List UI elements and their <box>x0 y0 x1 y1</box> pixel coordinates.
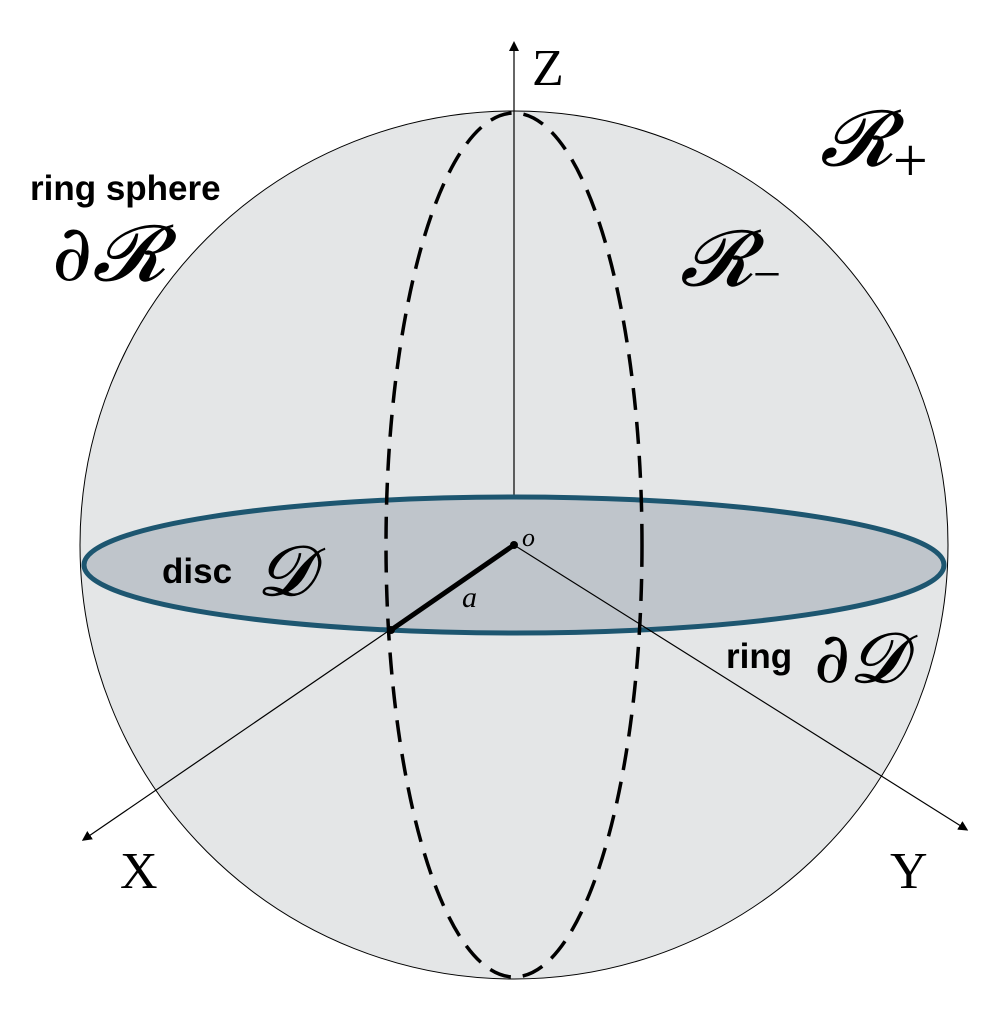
region-inner-symbol: 𝓡 <box>680 214 765 304</box>
region-inner-label: 𝓡− <box>680 214 781 304</box>
ring-sphere-text: ring sphere <box>30 169 221 208</box>
region-inner-subscript: − <box>753 246 781 302</box>
origin-point <box>510 541 518 549</box>
radius-segment <box>389 542 516 633</box>
ring-sphere-symbol: ∂𝓡 <box>52 209 177 299</box>
y-axis-label: Y <box>890 843 928 900</box>
region-outer-symbol: 𝓡 <box>820 94 905 184</box>
region-outer-subscript: + <box>893 127 928 195</box>
y-axis <box>513 544 969 831</box>
ring-point <box>387 626 395 634</box>
origin-label: o <box>522 523 535 552</box>
ring-text: ring <box>726 637 792 676</box>
z-axis-label: Z <box>532 40 564 97</box>
disc-text: disc <box>162 552 232 591</box>
ring-symbol: ∂𝓓 <box>814 617 918 699</box>
region-outer-label: 𝓡+ <box>820 94 928 195</box>
meridian-dashed-ellipse <box>384 111 644 979</box>
disc-region <box>81 494 947 636</box>
radius-label: a <box>462 581 477 614</box>
x-axis-label: X <box>120 843 158 900</box>
